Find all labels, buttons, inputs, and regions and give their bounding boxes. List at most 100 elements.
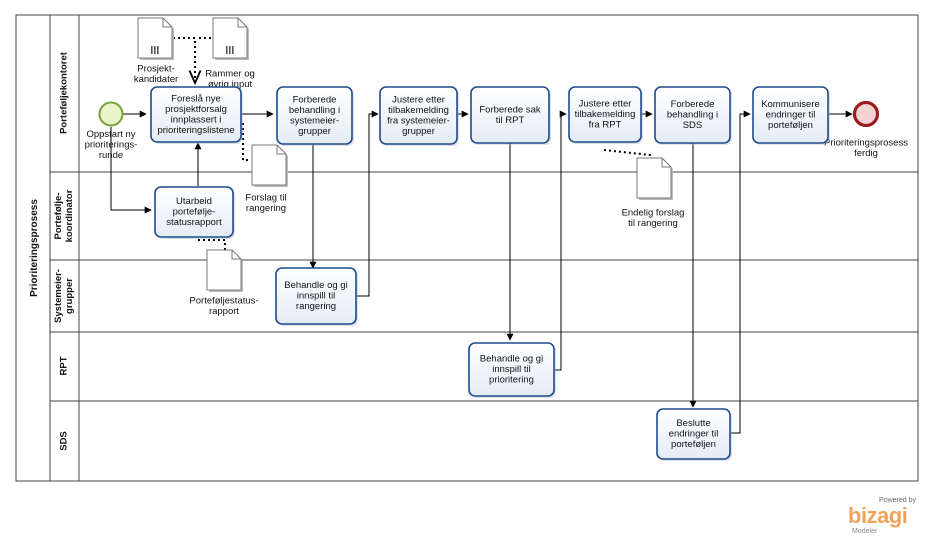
pool: Prioriteringsprosess xyxy=(15,14,919,482)
lane-labels: PorteføljekontoretPortefølje-koordinator… xyxy=(53,51,75,451)
lane-label-line: Portefølje- xyxy=(53,193,64,240)
task-label-line: Kommunisere xyxy=(761,99,820,110)
data-object-label-line: Forslag til xyxy=(245,192,286,203)
task-label-line: Justere etter xyxy=(392,94,445,105)
lane-label-line: RPT xyxy=(59,356,70,375)
data-object-label-line: rapport xyxy=(209,306,239,317)
task-label-line: prioriteringslistene xyxy=(157,125,234,136)
task-label-line: portefølje- xyxy=(173,207,216,218)
lane-label-line: koordinator xyxy=(64,189,75,242)
task-label-line: Utarbeid xyxy=(176,196,212,207)
task-label-line: behandling i xyxy=(289,105,340,116)
lane-label: RPT xyxy=(59,356,70,375)
lane-label: SDS xyxy=(59,431,70,451)
task-label-line: grupper xyxy=(298,126,331,137)
task-label-line: innspill til xyxy=(492,364,531,375)
end-event-label-line: Prioriteringsprosess xyxy=(824,137,908,148)
task-label-line: behandling i xyxy=(667,110,718,121)
task-label-line: Behandle og gi xyxy=(480,354,543,365)
task-label-line: fra systemeier- xyxy=(387,115,450,126)
associations xyxy=(173,37,651,250)
lane-label-line: Systemeier- xyxy=(53,269,64,323)
task-label-line: innplassert i xyxy=(171,114,222,125)
task-label-line: Forberede sak xyxy=(479,104,541,115)
data-object-label-line: Prosjekt- xyxy=(137,63,174,74)
brand-product: Modeler xyxy=(852,528,878,535)
data-object-d1[interactable]: Prosjekt-kandidater xyxy=(134,17,178,85)
task-label-line: porteføljen xyxy=(768,120,813,131)
data-object-d4[interactable]: Porteføljestatus-rapport xyxy=(189,249,259,317)
task-label-line: Beslutte xyxy=(676,418,710,429)
assoc-d1-t1 xyxy=(173,37,195,83)
task-label-line: Forberede xyxy=(293,94,337,105)
data-object-label-line: til rangering xyxy=(628,218,678,229)
task-label-line: tilbakemelding xyxy=(388,105,449,116)
task-label-line: statusrapport xyxy=(166,217,222,228)
task-label-line: innspill til xyxy=(297,291,336,302)
task-label-line: prioritering xyxy=(489,375,534,386)
task-label-line: systemeier- xyxy=(290,115,339,126)
bizagi-logo: Powered by bizagi Modeler xyxy=(840,497,920,537)
brand-name: bizagi xyxy=(848,503,908,528)
task-label-line: grupper xyxy=(402,126,435,137)
pool-label: Prioriteringsprosess xyxy=(29,199,40,297)
task-label-line: porteføljen xyxy=(671,439,716,450)
assoc-t5-d5 xyxy=(603,149,651,160)
lane-label-line: grupper xyxy=(64,278,75,314)
task-label-line: Forberede xyxy=(671,99,715,110)
flow-t11-to-t7 xyxy=(731,110,751,434)
task-label-line: Behandle og gi xyxy=(284,280,347,291)
lane-label: Portefølje-koordinator xyxy=(53,189,75,242)
task-label-line: tilbakemelding xyxy=(575,109,636,120)
sequence-flows xyxy=(110,110,853,434)
data-object-label-line: Endelig forslag xyxy=(622,207,685,218)
data-object-label-line: øvrig input xyxy=(208,79,253,90)
data-object-label-line: Rammer og xyxy=(205,68,255,79)
data-object-label-line: Porteføljestatus- xyxy=(189,295,258,306)
end-event[interactable] xyxy=(852,100,880,128)
task-label-line: rangering xyxy=(296,301,336,312)
end-event-label-line: ferdig xyxy=(854,148,878,159)
lane-label-line: SDS xyxy=(59,431,70,451)
task-label-line: Foreslå nye xyxy=(171,93,221,104)
start-event-label-line: prioriterings- xyxy=(85,140,138,151)
powered-by-text: Powered by xyxy=(879,497,916,504)
assoc-t8-d4 xyxy=(198,239,226,250)
task-label-line: til RPT xyxy=(496,115,525,126)
start-event-label-line: runde xyxy=(99,150,123,161)
lane-label: Porteføljekontoret xyxy=(59,51,70,134)
task-label-line: Justere etter xyxy=(579,99,632,110)
start-event-label-line: Oppstart ny xyxy=(86,129,135,140)
task-label-line: endringer til xyxy=(669,429,719,440)
lane-label: Systemeier-grupper xyxy=(53,269,75,323)
task-label-line: endringer til xyxy=(766,110,816,121)
flow-t10-to-t5 xyxy=(555,110,567,371)
lane-label-line: Porteføljekontoret xyxy=(59,51,70,134)
lane-dividers xyxy=(50,171,918,402)
start-event[interactable] xyxy=(98,101,124,127)
task-label-line: fra RPT xyxy=(589,120,622,131)
task-label-line: SDS xyxy=(683,120,703,131)
flow-start-to-t8 xyxy=(110,127,152,214)
data-object-label-line: rangering xyxy=(246,203,286,214)
flow-t9-to-t3 xyxy=(357,110,379,297)
